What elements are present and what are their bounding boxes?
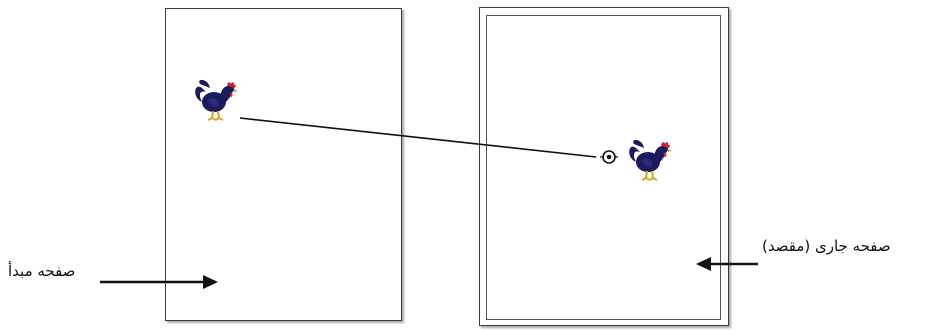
destination-page-label: صفحه جاری (مقصد): [762, 237, 891, 255]
rooster-icon: [195, 80, 238, 120]
source-arrow: [100, 275, 218, 289]
source-page-label: صفحه مبدأ: [8, 262, 75, 280]
link-line: [240, 118, 596, 157]
rooster-icon: [629, 140, 672, 180]
crosshair-target-icon: [600, 151, 618, 163]
destination-arrow: [696, 257, 758, 271]
